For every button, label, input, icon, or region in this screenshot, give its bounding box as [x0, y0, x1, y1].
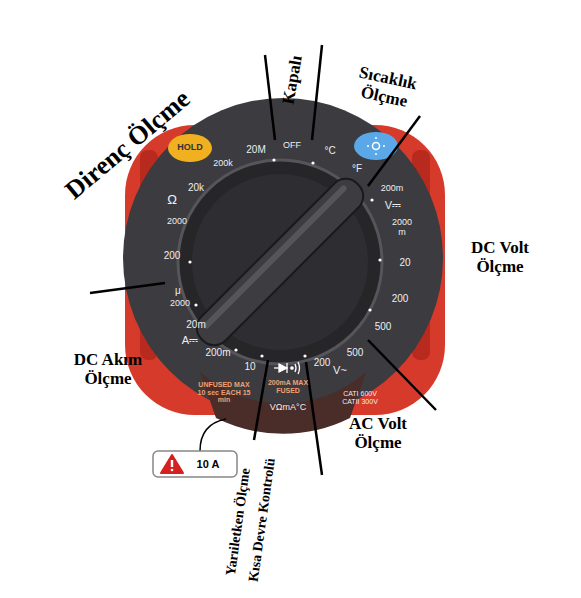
range-label: 2000 m	[389, 218, 415, 238]
range-label: 20	[399, 257, 410, 268]
light-icon	[367, 137, 385, 155]
warning-box	[153, 451, 237, 477]
dial-face	[123, 98, 443, 418]
unit-label: μ	[175, 285, 181, 296]
callout-label: Sıcaklık Ölçme	[343, 61, 429, 114]
rating-note: CATI 600V CATII 300V	[334, 390, 386, 405]
hold-button	[168, 134, 212, 162]
button-label: HOLD	[177, 143, 203, 153]
range-label: 200	[314, 357, 331, 368]
range-label: 200k	[213, 159, 233, 169]
range-label: 200m	[205, 347, 230, 358]
callout-label: DC Akım Ölçme	[63, 351, 153, 388]
range-label: °C	[324, 145, 335, 156]
range-label: 2000	[167, 217, 187, 227]
unit-label: V~	[333, 364, 347, 376]
range-label: 200m	[381, 184, 404, 194]
range-label: OFF	[283, 141, 301, 151]
callout-label: AC Volt Ölçme	[333, 415, 423, 452]
callout-label: DC Volt Ölçme	[455, 239, 545, 276]
warning-icon	[161, 455, 183, 473]
range-label: 200	[392, 293, 409, 304]
leader-lines	[90, 45, 436, 475]
unit-label: V⎓	[385, 199, 401, 211]
dial-dots	[188, 158, 381, 357]
rotary-knob	[178, 160, 382, 364]
range-label: 500	[375, 321, 392, 332]
knob-pointer	[190, 172, 370, 352]
range-label: 20m	[186, 319, 205, 330]
range-label: 20M	[246, 144, 265, 155]
range-label: 500	[347, 347, 364, 358]
range-label: 2000	[170, 299, 190, 309]
callout-label: Kapalı	[280, 54, 307, 106]
range-label: 10	[244, 361, 255, 372]
range-label: 200	[164, 250, 181, 261]
warning-text: 10 A	[197, 458, 220, 470]
range-label: °F	[352, 163, 362, 174]
unit-label: A⎓	[182, 334, 198, 346]
diode-buzzer-symbol	[274, 362, 300, 374]
jack-label: VΩmA°C	[270, 403, 306, 413]
unit-label: Ω	[167, 193, 177, 207]
jack-note: UNFUSED MAX 10 sec EACH 15 min	[197, 381, 251, 404]
jack-note: 200mA MAX FUSED	[262, 379, 314, 394]
range-label: 20k	[188, 182, 204, 193]
